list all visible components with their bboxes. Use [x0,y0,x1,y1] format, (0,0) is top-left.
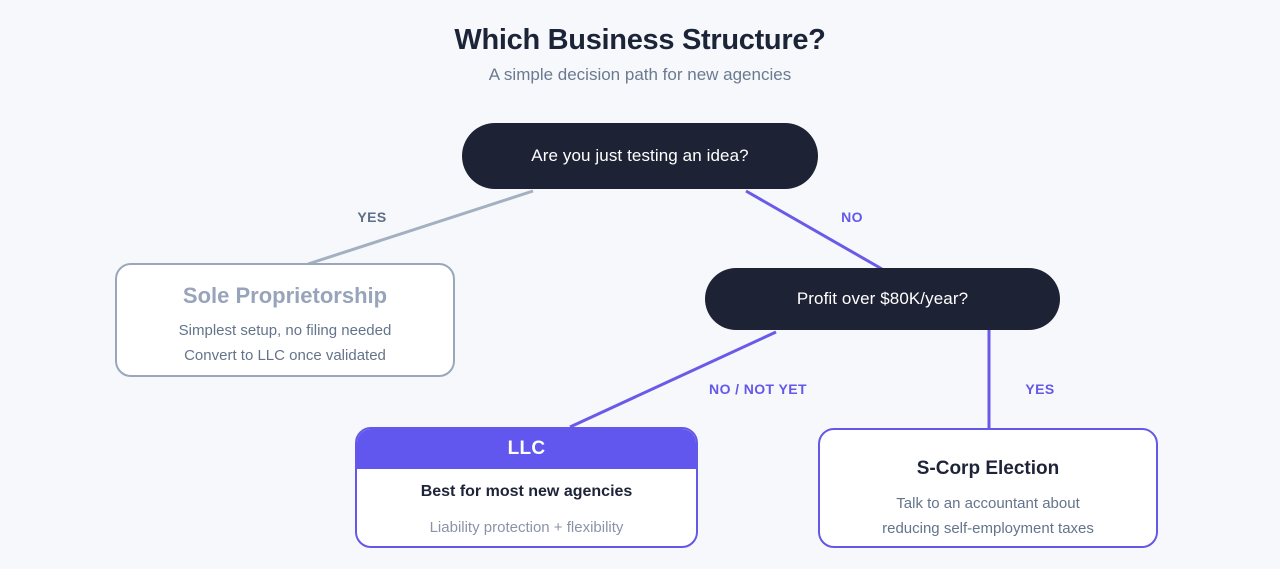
edge-label-q1-no: NO [841,209,863,225]
result-card-llc: LLC Best for most new agencies Liability… [355,427,698,548]
question-node-label: Profit over $80K/year? [796,289,969,308]
question-node-profit-80k: Profit over $80K/year? [705,268,1060,330]
result-card-s-corp: S-Corp Election Talk to an accountant ab… [818,428,1158,548]
page-subtitle: A simple decision path for new agencies [488,65,792,84]
sole-proprietorship-line2: Convert to LLC once validated [184,347,386,364]
llc-line2: Liability protection + flexibility [429,519,624,536]
edge-q1-no-line [745,189,883,271]
result-card-sole-proprietorship: Sole Proprietorship Simplest setup, no f… [115,263,455,377]
sole-proprietorship-line1: Simplest setup, no filing needed [178,322,392,339]
edge-label-q1-yes: YES [357,209,387,225]
llc-header: LLC [357,429,696,469]
s-corp-title: S-Corp Election [916,458,1060,479]
edge-label-q2-yes: YES [1025,381,1055,397]
page-title: Which Business Structure? [454,24,826,56]
s-corp-line2: reducing self-employment taxes [882,520,1094,537]
question-node-label: Are you just testing an idea? [531,146,749,165]
edge-label-q2-no: NO / NOT YET [709,381,807,397]
question-node-testing-idea: Are you just testing an idea? [462,123,818,189]
s-corp-line1: Talk to an accountant about [896,495,1080,512]
edge-q2-no-line [569,330,777,429]
llc-title: LLC [507,438,546,459]
edge-q1-yes-line [307,189,534,266]
llc-body: Best for most new agencies Liability pro… [357,469,696,539]
sole-proprietorship-title: Sole Proprietorship [182,283,388,308]
llc-line1: Best for most new agencies [420,483,633,500]
